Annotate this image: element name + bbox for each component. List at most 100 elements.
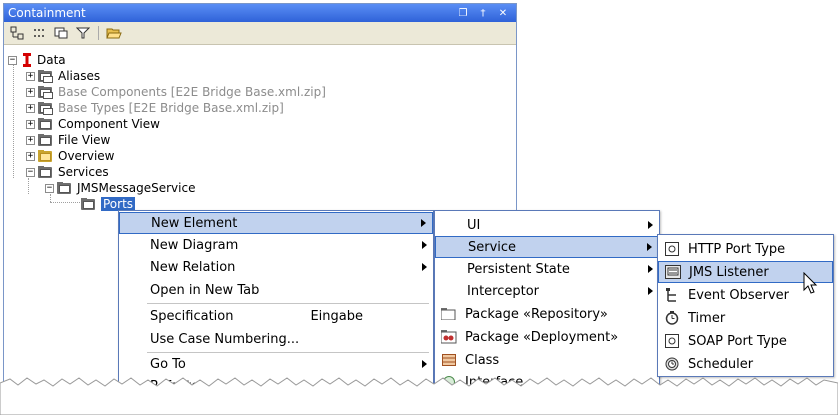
close-icon[interactable]: ✕ — [498, 7, 508, 19]
timer-icon — [664, 310, 680, 326]
menu-item-label: Persistent State — [467, 261, 570, 277]
panel-toolbar — [4, 22, 516, 45]
tree-node-data[interactable]: − Data — [8, 52, 66, 68]
collapse-toggle[interactable]: − — [26, 166, 35, 177]
menu-item-soap-port-type[interactable]: SOAP Port Type — [658, 330, 833, 352]
expand-toggle[interactable]: + — [26, 150, 35, 161]
pin-icon[interactable]: † — [480, 7, 486, 19]
collapse-icon[interactable] — [52, 24, 70, 42]
expand-icon[interactable] — [8, 24, 26, 42]
submenu-arrow-icon — [422, 263, 427, 271]
tree-label: Base Components [E2E Bridge Base.xml.zip… — [58, 85, 326, 99]
restore-icon[interactable]: ❐ — [458, 7, 468, 19]
menu-item-new-element[interactable]: New Element — [119, 212, 433, 234]
tree-node-component-view[interactable]: + Component View — [26, 116, 160, 132]
tree-node-services[interactable]: − Services — [26, 164, 109, 180]
deployment-package-icon — [441, 329, 457, 345]
menu-item-timer[interactable]: Timer — [658, 307, 833, 329]
menu-item-label: New Relation — [150, 259, 236, 275]
tree-label: JMSMessageService — [77, 181, 196, 195]
menu-separator — [147, 352, 429, 353]
menu-item-label: Package «Repository» — [465, 306, 608, 322]
menu-item-ui[interactable]: UI — [435, 214, 659, 236]
class-icon — [441, 352, 457, 368]
package-icon — [38, 86, 54, 99]
submenu-arrow-icon — [648, 287, 653, 295]
tree-node-jms-message-service[interactable]: − JMSMessageService — [45, 180, 195, 196]
expand-toggle[interactable]: + — [26, 102, 35, 113]
menu-item-label: Timer — [688, 310, 726, 326]
menu-item-service[interactable]: Service — [435, 236, 659, 258]
menu-item-label: Class — [465, 352, 500, 368]
tree-label: Data — [37, 53, 66, 67]
menu-item-label: Interceptor — [467, 283, 540, 299]
submenu-arrow-icon — [421, 219, 426, 227]
menu-item-package-deployment[interactable]: Package «Deployment» — [435, 326, 659, 348]
submenu-arrow-icon — [647, 243, 652, 251]
menu-item-label: New Diagram — [150, 237, 239, 253]
submenu-arrow-icon — [422, 241, 427, 249]
tree-node-base-components[interactable]: + Base Components [E2E Bridge Base.xml.z… — [26, 84, 326, 100]
model-root-icon — [20, 53, 34, 67]
filter-icon[interactable] — [74, 24, 92, 42]
submenu-arrow-icon — [422, 360, 427, 368]
dots-icon[interactable] — [30, 24, 48, 42]
folder-icon — [38, 166, 54, 178]
menu-item-label: SOAP Port Type — [688, 333, 787, 349]
menu-item-go-to[interactable]: Go To — [119, 353, 433, 375]
tree-node-base-types[interactable]: + Base Types [E2E Bridge Base.xml.zip] — [26, 100, 284, 116]
menu-separator — [147, 303, 429, 304]
expand-toggle[interactable]: + — [26, 86, 35, 97]
folder-icon — [38, 118, 54, 130]
menu-item-interceptor[interactable]: Interceptor — [435, 280, 659, 302]
menu-item-label: JMS Listener — [689, 264, 769, 280]
menu-item-open-new-tab[interactable]: Open in New Tab — [119, 279, 433, 301]
menu-item-persistent-state[interactable]: Persistent State — [435, 258, 659, 280]
menu-item-scheduler[interactable]: Scheduler — [658, 353, 833, 375]
menu-item-label: Open in New Tab — [150, 282, 260, 298]
collapse-toggle[interactable]: − — [8, 54, 17, 65]
menu-item-label: Specification — [150, 308, 234, 324]
service-submenu: HTTP Port Type JMS Listener Event Observ… — [657, 234, 834, 377]
package-icon — [38, 102, 54, 115]
tree-node-overview[interactable]: + Overview — [26, 148, 115, 164]
menu-item-use-case-numbering[interactable]: Use Case Numbering... — [119, 328, 433, 350]
menu-item-class[interactable]: Class — [435, 349, 659, 371]
torn-edge-decoration — [0, 377, 838, 415]
tree-label: Overview — [58, 149, 115, 163]
expand-toggle[interactable]: + — [26, 118, 35, 129]
folder-icon — [38, 134, 54, 146]
mouse-cursor-icon — [803, 272, 818, 294]
menu-item-label: HTTP Port Type — [688, 241, 786, 257]
tree-node-file-view[interactable]: + File View — [26, 132, 110, 148]
jms-listener-icon — [665, 264, 681, 280]
package-icon — [38, 70, 54, 83]
expand-toggle[interactable]: + — [26, 134, 35, 145]
folder-open-icon[interactable] — [105, 24, 123, 42]
expand-toggle[interactable]: + — [26, 70, 35, 81]
menu-item-event-observer[interactable]: Event Observer — [658, 284, 833, 306]
menu-item-package-repository[interactable]: Package «Repository» — [435, 303, 659, 325]
menu-item-label: Event Observer — [688, 287, 790, 303]
collapse-toggle[interactable]: − — [45, 182, 54, 193]
panel-titlebar: Containment ❐ † ✕ — [4, 4, 516, 22]
toolbar-separator — [98, 26, 99, 40]
menu-item-jms-listener[interactable]: JMS Listener — [658, 261, 833, 283]
tree-label: Aliases — [58, 69, 101, 83]
folder-icon — [57, 182, 73, 194]
containment-tree: − Data + Aliases + Base Components [E2E … — [4, 50, 516, 396]
menu-item-new-diagram[interactable]: New Diagram — [119, 234, 433, 256]
menu-item-label: Package «Deployment» — [465, 329, 619, 345]
menu-item-label: New Element — [151, 215, 238, 231]
submenu-arrow-icon — [648, 221, 653, 229]
folder-yellow-icon — [38, 150, 54, 162]
tree-label-selected: Ports — [101, 197, 136, 211]
tree-node-ports[interactable]: Ports — [81, 196, 136, 212]
tree-node-aliases[interactable]: + Aliases — [26, 68, 100, 84]
menu-item-label: Service — [468, 239, 517, 255]
port-type-icon — [664, 333, 680, 349]
tree-label: Services — [58, 165, 109, 179]
menu-item-new-relation[interactable]: New Relation — [119, 256, 433, 278]
menu-item-http-port-type[interactable]: HTTP Port Type — [658, 238, 833, 260]
